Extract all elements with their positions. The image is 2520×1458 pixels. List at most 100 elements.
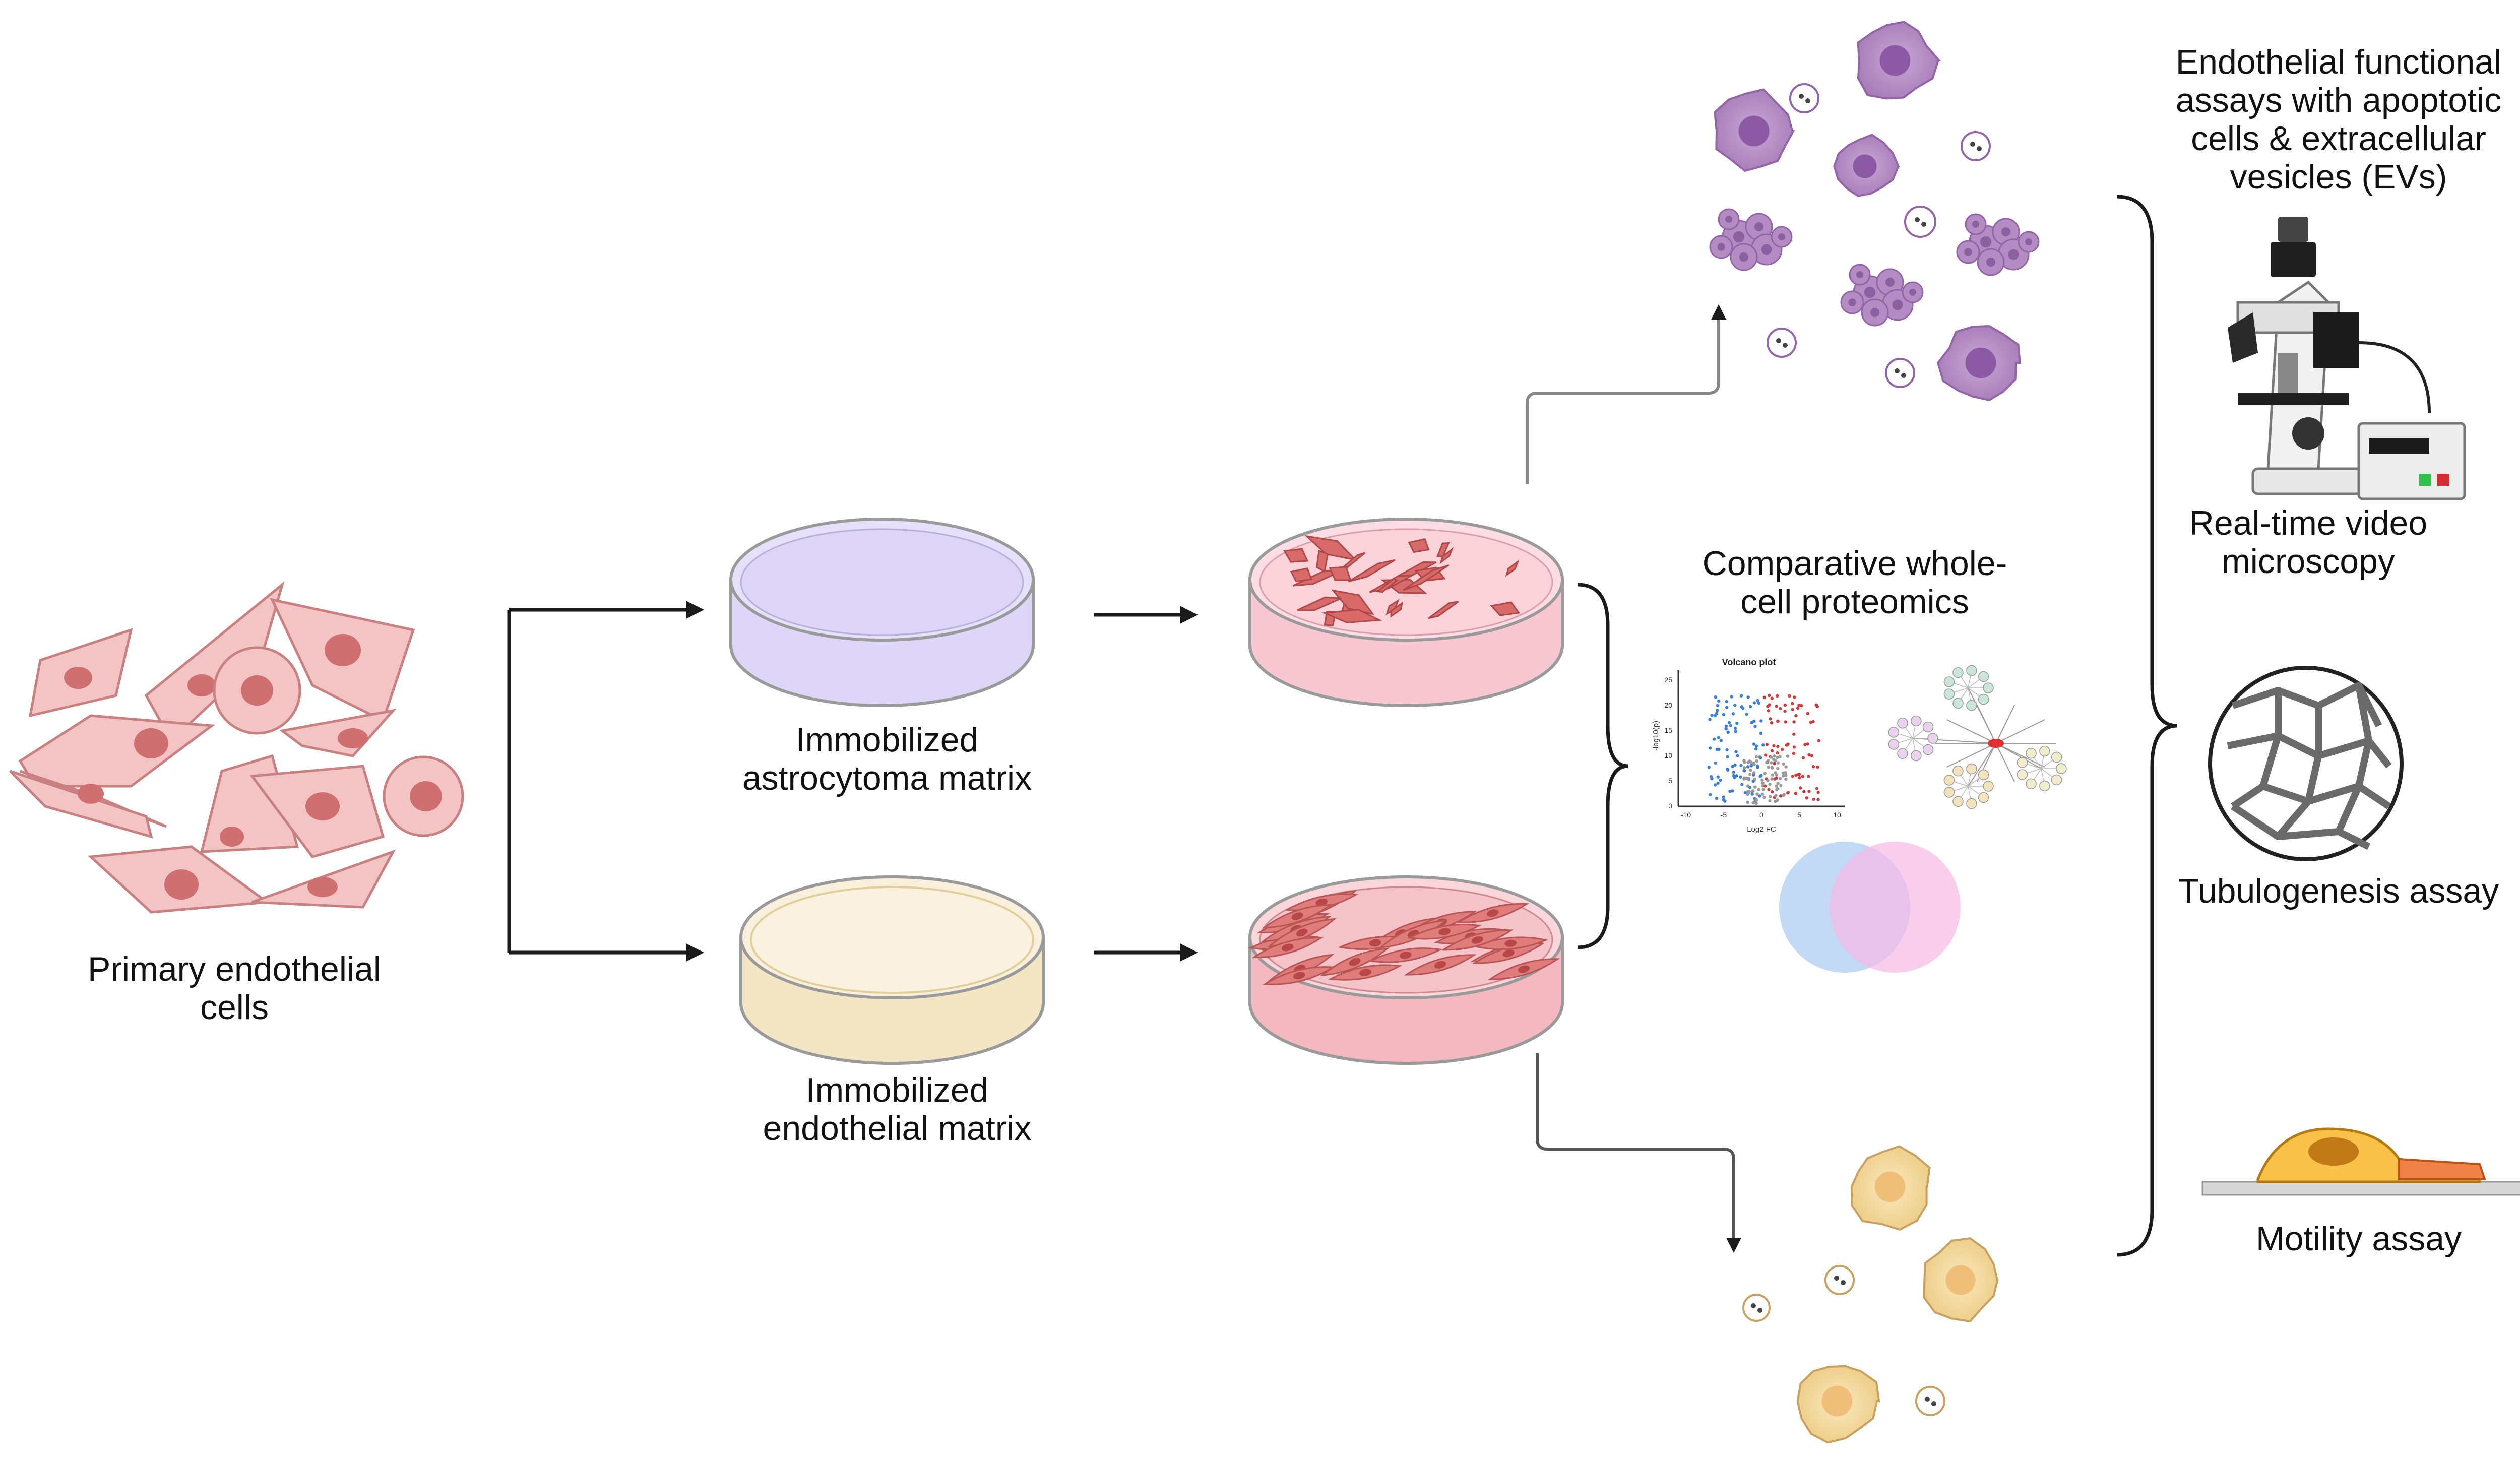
volcano-point: [1740, 783, 1744, 786]
venn-diagram: [1779, 842, 1961, 973]
volcano-point: [1779, 784, 1783, 787]
volcano-point: [1816, 798, 1820, 801]
network-node: [1978, 671, 1989, 682]
volcano-point: [1800, 704, 1803, 708]
network-node: [1897, 748, 1908, 759]
volcano-point: [1773, 762, 1776, 766]
volcano-point: [1757, 788, 1760, 791]
volcano-point: [1799, 786, 1802, 790]
volcano-point: [1717, 736, 1720, 739]
extracellular-vesicle: [1915, 1386, 1945, 1416]
dish-cell: [1436, 542, 1450, 558]
volcano-point: [1784, 765, 1788, 769]
volcano-point: [1755, 759, 1758, 763]
dish-bracket: [1577, 583, 1628, 949]
volcano-point: [1748, 759, 1751, 763]
dish-cell: [1290, 567, 1312, 583]
volcano-point: [1792, 720, 1796, 724]
network-node: [2056, 763, 2067, 774]
volcano-point: [1816, 765, 1819, 769]
volcano-point: [1779, 777, 1782, 781]
volcano-point: [1781, 774, 1785, 778]
volcano-point: [1774, 794, 1778, 798]
volcano-point: [1715, 797, 1719, 800]
volcano-point: [1816, 791, 1820, 794]
volcano-x-tick: 5: [1797, 811, 1801, 819]
network-node: [1966, 700, 1977, 711]
volcano-point: [1754, 744, 1758, 748]
volcano-point: [1775, 705, 1778, 708]
volcano-point: [1746, 695, 1750, 699]
network-edge: [1968, 687, 1996, 744]
volcano-point: [1792, 745, 1796, 749]
proteomics-label-line-2: cell proteomics: [1740, 583, 1969, 621]
apoptotic-cell: [1850, 1145, 1931, 1231]
volcano-point: [1739, 694, 1743, 698]
volcano-point: [1801, 775, 1805, 778]
volcano-point: [1810, 754, 1814, 757]
volcano-y-tick: 20: [1664, 701, 1672, 709]
motility-label-text: Motility assay: [2255, 1220, 2462, 1258]
network-node: [1911, 715, 1922, 727]
assays-bracket: [2116, 195, 2178, 1257]
volcano-point: [1784, 774, 1788, 777]
volcano-point: [1798, 776, 1801, 780]
volcano-point: [1768, 782, 1772, 786]
volcano-point: [1750, 792, 1754, 796]
dish-cell: [1505, 559, 1520, 577]
volcano-point: [1775, 784, 1778, 788]
volcano-point: [1756, 699, 1759, 703]
primary-cells-label-line-1: Primary endothelial: [87, 950, 382, 988]
volcano-point: [1803, 743, 1807, 746]
volcano-point: [1726, 730, 1730, 734]
extracellular-vesicle: [1961, 131, 1991, 161]
volcano-point: [1768, 693, 1771, 698]
volcano-point: [1760, 792, 1765, 796]
volcano-x-tick: -10: [1681, 811, 1691, 819]
microscopy-label: Real-time video microscopy: [2107, 504, 2510, 581]
extracellular-vesicle: [1742, 1294, 1771, 1322]
volcano-point: [1746, 793, 1749, 796]
network-node: [1888, 727, 1900, 738]
apoptotic-cell: [1857, 21, 1941, 100]
volcano-point: [1761, 781, 1765, 785]
volcano-point: [1806, 742, 1809, 746]
motility-label: Motility assay: [2157, 1220, 2520, 1258]
volcano-point: [1776, 694, 1779, 698]
volcano-point: [1760, 778, 1764, 782]
volcano-point: [1776, 798, 1779, 802]
volcano-point: [1812, 797, 1815, 801]
volcano-point: [1746, 765, 1750, 769]
network-node: [2026, 778, 2037, 790]
volcano-point: [1793, 695, 1796, 699]
volcano-point: [1754, 747, 1758, 751]
volcano-point: [1796, 773, 1800, 777]
microscope-icon: [2228, 217, 2466, 500]
volcano-point: [1802, 790, 1806, 794]
volcano-point: [1716, 775, 1720, 779]
volcano-point: [1713, 714, 1717, 718]
extracellular-vesicle: [1885, 358, 1915, 388]
protein-network-graph: [1888, 665, 2067, 809]
volcano-point: [1763, 784, 1767, 788]
volcano-point: [1784, 771, 1787, 775]
volcano-point: [1770, 696, 1774, 700]
volcano-point: [1761, 788, 1765, 791]
volcano-point: [1725, 748, 1729, 752]
volcano-point: [1733, 776, 1736, 779]
volcano-point: [1786, 791, 1790, 795]
volcano-point: [1732, 771, 1735, 774]
volcano-point: [1767, 766, 1771, 769]
volcano-point: [1811, 765, 1815, 769]
volcano-point: [1763, 772, 1767, 775]
volcano-ylabel: -log10(p): [1652, 721, 1660, 751]
volcano-point: [1783, 703, 1787, 707]
network-node: [1978, 693, 1989, 705]
volcano-xlabel: Log2 FC: [1747, 825, 1776, 834]
network-node: [1966, 665, 1977, 676]
volcano-point: [1762, 695, 1766, 700]
volcano-point: [1739, 764, 1743, 768]
primary-endothelial-cells-illustration: [9, 581, 464, 914]
